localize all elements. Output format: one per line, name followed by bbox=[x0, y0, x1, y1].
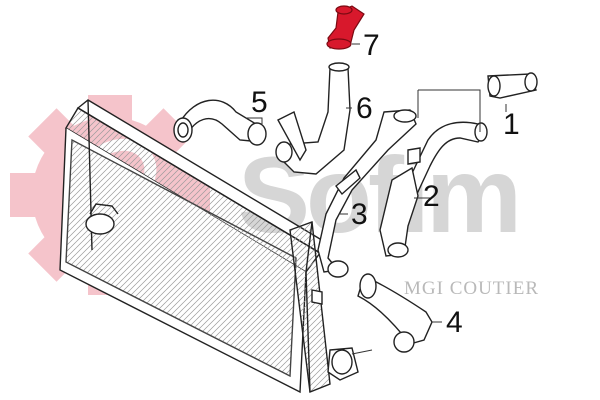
callout-1: 1 bbox=[503, 108, 520, 141]
pipe-3 bbox=[317, 109, 417, 278]
hose-4 bbox=[327, 273, 433, 381]
pipe-6 bbox=[275, 62, 351, 175]
leader-line-1 bbox=[417, 89, 481, 132]
callout-2: 2 bbox=[423, 180, 440, 213]
pipe-1 bbox=[487, 72, 538, 99]
leader-line-4b bbox=[351, 349, 373, 355]
callout-7: 7 bbox=[363, 29, 380, 62]
hose-5 bbox=[173, 99, 267, 146]
leader-lines bbox=[246, 43, 507, 355]
radiator bbox=[59, 99, 332, 394]
watermark-manufacturer-text: MGI COUTIER bbox=[404, 278, 540, 299]
connector-7 bbox=[326, 5, 365, 50]
callout-6: 6 bbox=[356, 92, 373, 125]
callout-4: 4 bbox=[446, 306, 463, 339]
leader-line-5 bbox=[246, 117, 263, 124]
callout-5: 5 bbox=[251, 86, 268, 119]
callout-3: 3 bbox=[351, 198, 368, 231]
hose-2 bbox=[379, 121, 488, 258]
